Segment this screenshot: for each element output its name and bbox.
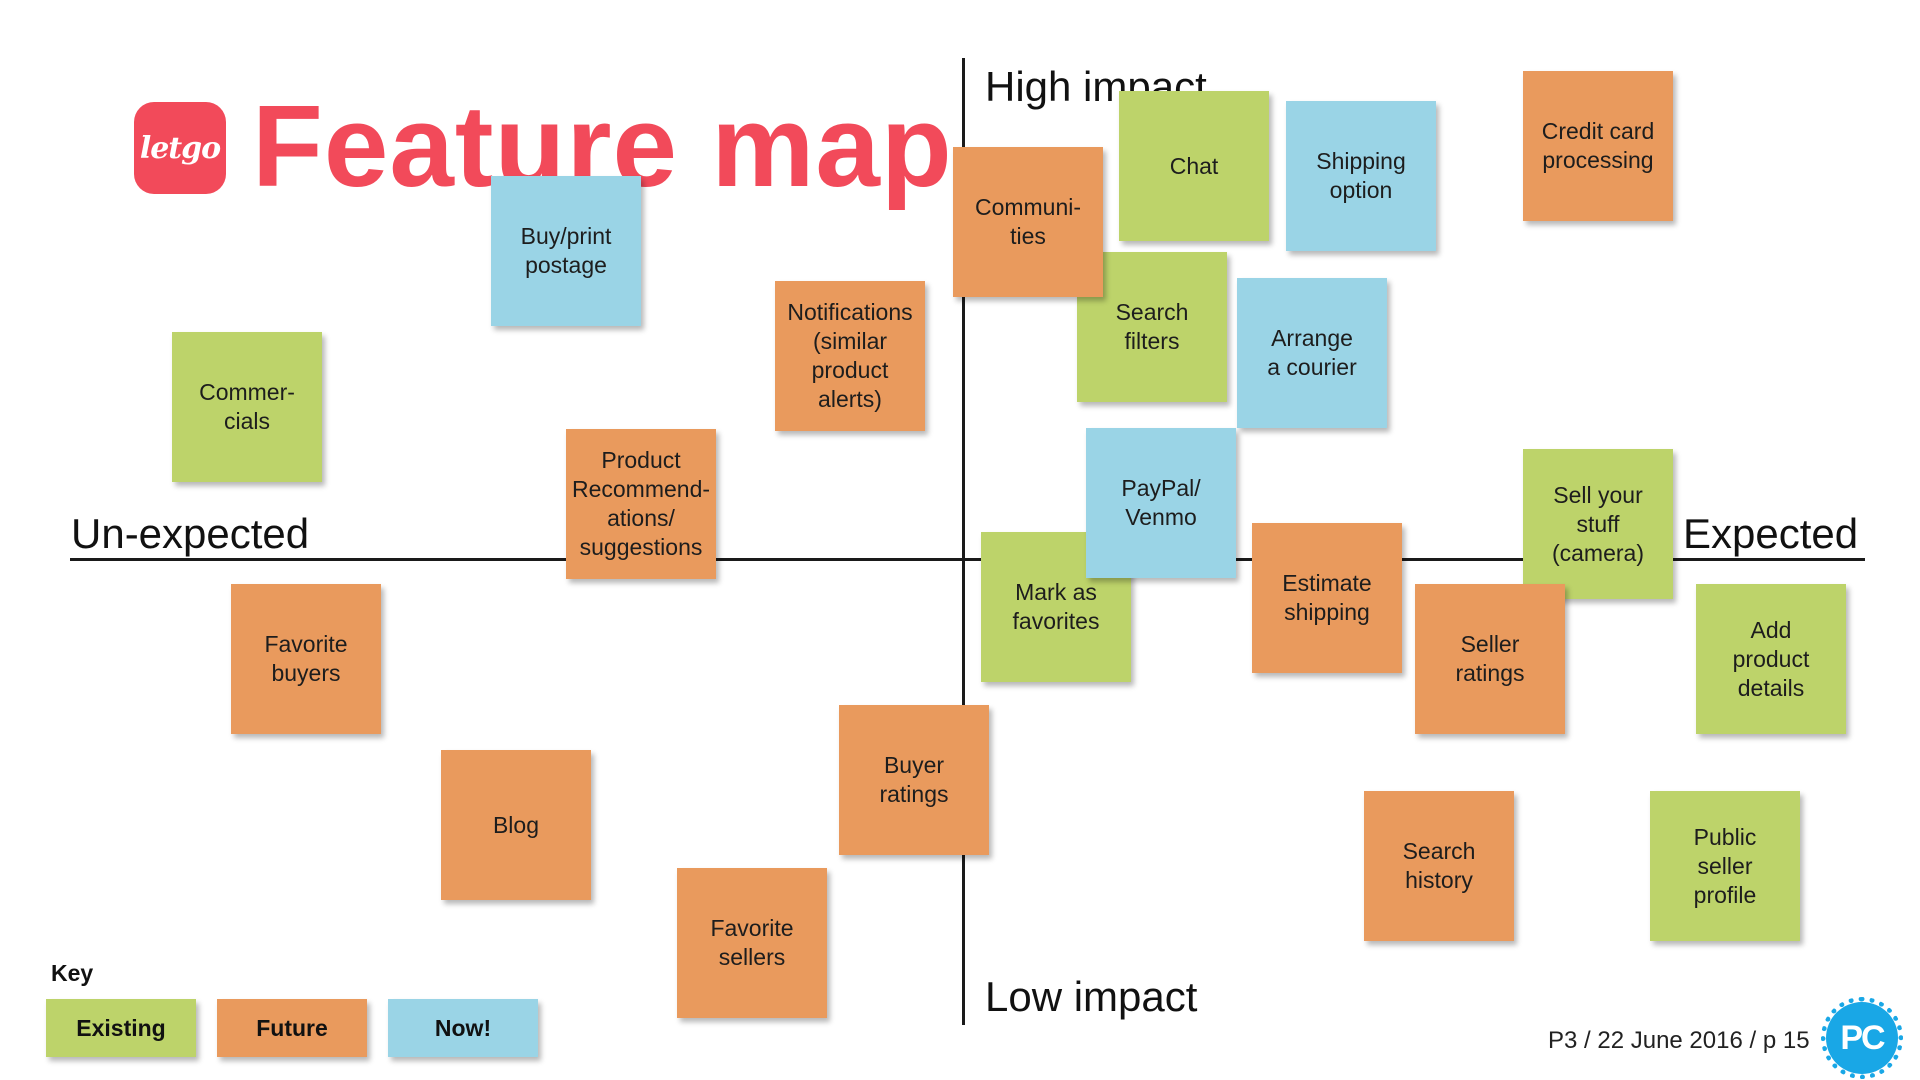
note-favorite-buyers: Favorite buyers <box>231 584 381 734</box>
note-paypal-venmo: PayPal/ Venmo <box>1086 428 1236 578</box>
note-arrange-courier: Arrange a courier <box>1237 278 1387 428</box>
note-sell-your-stuff: Sell your stuff (camera) <box>1523 449 1673 599</box>
note-buyer-ratings: Buyer ratings <box>839 705 989 855</box>
letgo-logo: letgo <box>134 102 226 194</box>
note-chat: Chat <box>1119 91 1269 241</box>
key-title: Key <box>51 960 94 986</box>
axis-label-low-impact: Low impact <box>985 973 1198 1020</box>
note-communities: Communi- ties <box>953 147 1103 297</box>
note-favorite-sellers: Favorite sellers <box>677 868 827 1018</box>
note-credit-card-processing: Credit card processing <box>1523 71 1673 221</box>
note-estimate-shipping: Estimate shipping <box>1252 523 1402 673</box>
axis-label-unexpected: Un-expected <box>71 510 310 557</box>
page-footer: P3 / 22 June 2016 / p 15 <box>1548 1027 1810 1054</box>
note-add-product-details: Add product details <box>1696 584 1846 734</box>
note-search-history: Search history <box>1364 791 1514 941</box>
note-commercials: Commer- cials <box>172 332 322 482</box>
axis-label-expected: Expected <box>1683 510 1859 557</box>
note-shipping-option: Shipping option <box>1286 101 1436 251</box>
note-search-filters: Search filters <box>1077 252 1227 402</box>
key-now: Now! <box>388 999 538 1057</box>
vertical-axis <box>962 58 965 1025</box>
note-product-recommendations: Product Recommend- ations/ suggestions <box>566 429 716 579</box>
horizontal-axis <box>70 558 1865 561</box>
note-notifications: Notifications (similar product alerts) <box>775 281 925 431</box>
note-seller-ratings: Seller ratings <box>1415 584 1565 734</box>
key-existing: Existing <box>46 999 196 1057</box>
pc-logo-badge: PC <box>1821 997 1903 1079</box>
note-buy-print-postage: Buy/print postage <box>491 176 641 326</box>
note-public-seller-profile: Public seller profile <box>1650 791 1800 941</box>
key-future: Future <box>217 999 367 1057</box>
note-blog: Blog <box>441 750 591 900</box>
